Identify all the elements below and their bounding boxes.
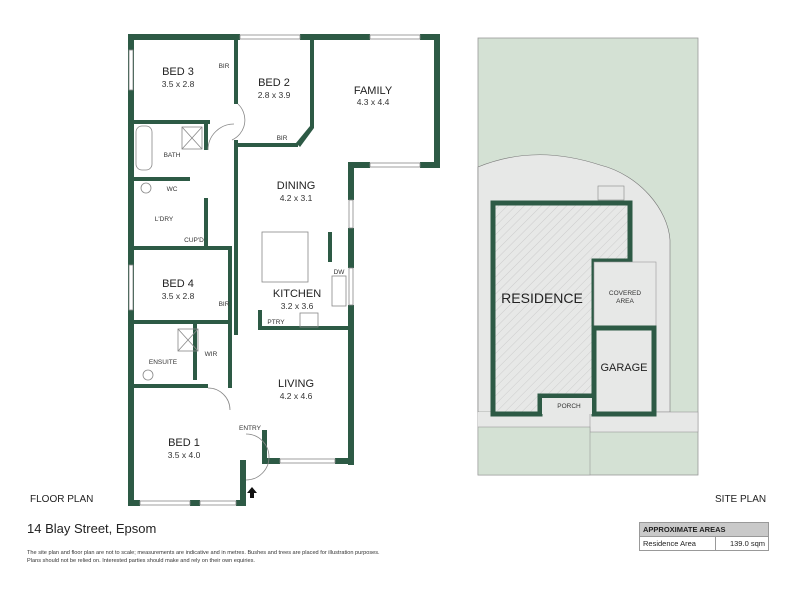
site-residence-label: RESIDENCE: [501, 290, 583, 306]
site-garage-label: GARAGE: [600, 362, 647, 374]
label-cupboard: CUP'D: [184, 237, 204, 244]
label-ensuite: ENSUITE: [149, 359, 178, 366]
floor-plan: BED 3 3.5 x 2.8 BED 2 2.8 x 3.9 FAMILY 4…: [128, 34, 440, 506]
room-bed3-dim: 3.5 x 2.8: [162, 79, 195, 89]
site-covered-label-2: AREA: [616, 298, 634, 305]
disclaimer-line-2: Plans should not be relied on. Intereste…: [27, 558, 255, 564]
area-label: Residence Area: [639, 536, 716, 551]
room-labels: BED 3 3.5 x 2.8 BED 2 2.8 x 3.9 FAMILY 4…: [149, 63, 393, 460]
label-bir-bed3: BIR: [219, 63, 230, 70]
property-address: 14 Blay Street, Epsom: [27, 521, 157, 536]
floor-plan-title: FLOOR PLAN: [30, 494, 94, 505]
room-family-name: FAMILY: [354, 85, 393, 97]
room-bed1-dim: 3.5 x 4.0: [168, 450, 201, 460]
room-family-dim: 4.3 x 4.4: [357, 97, 390, 107]
room-living-name: LIVING: [278, 378, 314, 390]
room-bed3-name: BED 3: [162, 66, 194, 78]
label-bir-bed4: BIR: [219, 301, 230, 308]
room-bed2-name: BED 2: [258, 77, 290, 89]
windows: [128, 34, 421, 506]
label-dw: DW: [334, 269, 346, 276]
label-pantry: PTRY: [267, 319, 285, 326]
room-dining-name: DINING: [277, 180, 316, 192]
label-entry: ENTRY: [239, 425, 262, 432]
room-bed4-name: BED 4: [162, 278, 194, 290]
room-dining-dim: 4.2 x 3.1: [280, 193, 313, 203]
site-porch-label: PORCH: [557, 403, 581, 410]
label-bir-bed2: BIR: [277, 135, 288, 142]
room-kitchen-dim: 3.2 x 3.6: [281, 301, 314, 311]
fixtures: [135, 103, 347, 481]
label-bath: BATH: [164, 152, 181, 159]
approximate-areas-table: APPROXIMATE AREAS Residence Area 139.0 s…: [639, 522, 770, 551]
site-plan: RESIDENCE COVERED AREA GARAGE PORCH: [477, 37, 699, 476]
area-value: 139.0 sqm: [714, 536, 770, 551]
disclaimer: The site plan and floor plan are not to …: [27, 549, 380, 565]
room-living-dim: 4.2 x 4.6: [280, 391, 313, 401]
label-laundry: L'DRY: [155, 216, 174, 223]
label-wc: WC: [167, 186, 178, 193]
disclaimer-line-1: The site plan and floor plan are not to …: [27, 550, 380, 556]
entry-arrow-icon: [247, 487, 257, 498]
site-plan-title: SITE PLAN: [715, 494, 767, 505]
room-bed2-dim: 2.8 x 3.9: [258, 90, 291, 100]
site-covered-label-1: COVERED: [609, 290, 641, 297]
areas-table-header: APPROXIMATE AREAS: [639, 522, 769, 537]
table-row: Residence Area 139.0 sqm: [639, 536, 770, 551]
label-wir: WIR: [205, 351, 218, 358]
room-kitchen-name: KITCHEN: [273, 288, 321, 300]
room-bed4-dim: 3.5 x 2.8: [162, 291, 195, 301]
room-bed1-name: BED 1: [168, 437, 200, 449]
walls: [128, 34, 440, 506]
